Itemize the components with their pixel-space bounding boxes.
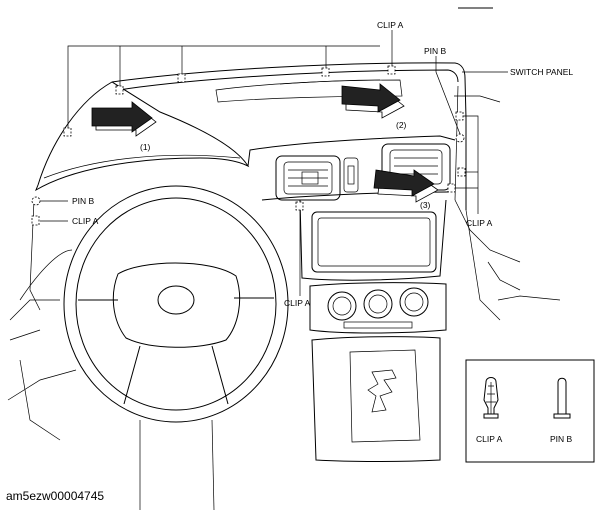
figure-id-caption: am5ezw00004745 (6, 489, 105, 503)
legend-pin-b-label: PIN B (550, 434, 573, 444)
left-door-area (7, 199, 77, 441)
clip-marker (177, 73, 186, 83)
clip-markers (31, 65, 466, 226)
clip-marker (63, 127, 72, 137)
clip-marker (455, 111, 464, 121)
arrow-step-1 (91, 101, 157, 137)
label-step-3: (3) (420, 200, 431, 210)
label-clip-a-right: CLIP A (466, 218, 493, 228)
pin-marker (455, 133, 465, 143)
label-step-1: (1) (140, 142, 151, 152)
clip-marker (387, 65, 396, 75)
clip-marker (457, 167, 466, 177)
clip-marker (31, 215, 40, 226)
pin-b-icon (553, 377, 571, 419)
arrow-step-3 (373, 169, 439, 203)
label-clip-a-left: CLIP A (72, 216, 99, 226)
label-switch-panel: SWITCH PANEL (510, 67, 573, 77)
label-clip-a-bottom: CLIP A (284, 298, 311, 308)
legend-box: CLIP A PIN B (465, 359, 595, 463)
label-step-2: (2) (396, 120, 407, 130)
label-clip-a-top: CLIP A (377, 20, 404, 30)
label-pin-b-top: PIN B (424, 46, 447, 56)
arrow-step-2 (341, 83, 405, 119)
pin-marker (31, 196, 41, 206)
clip-a-icon (483, 377, 499, 419)
leader-lines (40, 30, 508, 296)
removal-arrows (91, 83, 439, 203)
clip-marker (321, 67, 330, 77)
legend-clip-a-label: CLIP A (476, 434, 503, 444)
steering-wheel (63, 185, 289, 511)
clip-marker (295, 201, 304, 211)
clip-marker (115, 85, 124, 95)
clip-marker (447, 183, 456, 193)
label-pin-b-left: PIN B (72, 196, 95, 206)
dashboard-outline (34, 62, 561, 462)
